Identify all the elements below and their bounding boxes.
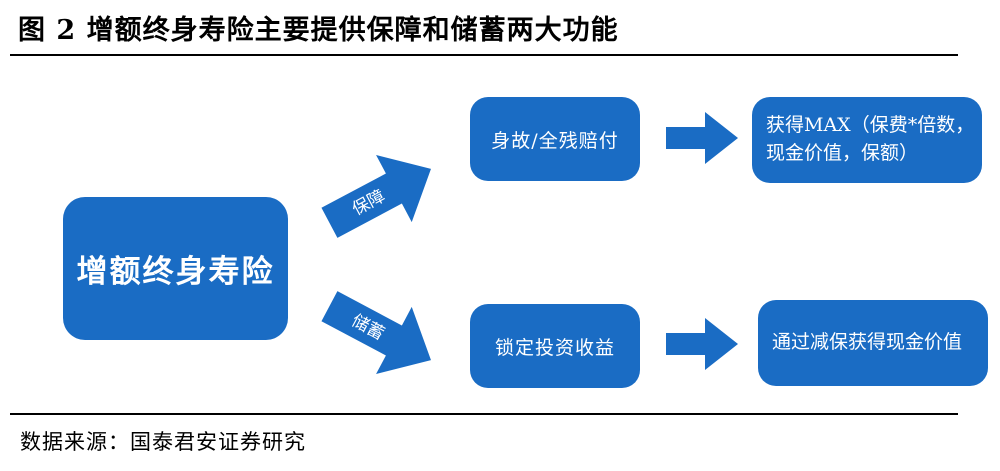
figure-title: 图 2 增额终身寿险主要提供保障和储蓄两大功能: [18, 15, 619, 46]
arrow-protection-shape: [321, 154, 431, 238]
box-lock-return-label: 锁定投资收益: [494, 336, 615, 359]
top-rule: [10, 54, 958, 56]
arrow-savings-shape: [321, 291, 431, 375]
arrow-protection: 保障: [321, 154, 431, 238]
box-lock-investment-return: 锁定投资收益: [470, 304, 640, 388]
box-cash-value-via-reduction: 通过减保获得现金价值: [758, 300, 988, 386]
box-death-disability-benefit: 身故/全残赔付: [470, 97, 640, 181]
arrow-savings: 储蓄: [321, 291, 431, 375]
arrow-to-result-1: [666, 112, 738, 164]
source-note: 数据来源：国泰君安证券研究: [20, 430, 306, 454]
box-max-benefit-label: 获得MAX（保费*倍数， 现金价值，保额）: [766, 114, 975, 164]
main-box-label: 增额终身寿险: [76, 254, 275, 290]
box-max-benefit: 获得MAX（保费*倍数， 现金价值，保额）: [752, 97, 982, 183]
arrow-to-result-2: [666, 318, 738, 370]
bottom-rule: [10, 413, 958, 415]
box-cash-value-label: 通过减保获得现金价值: [772, 331, 963, 354]
main-box-whole-life-insurance: 增额终身寿险: [63, 197, 288, 340]
box-death-disability-label: 身故/全残赔付: [491, 129, 619, 152]
